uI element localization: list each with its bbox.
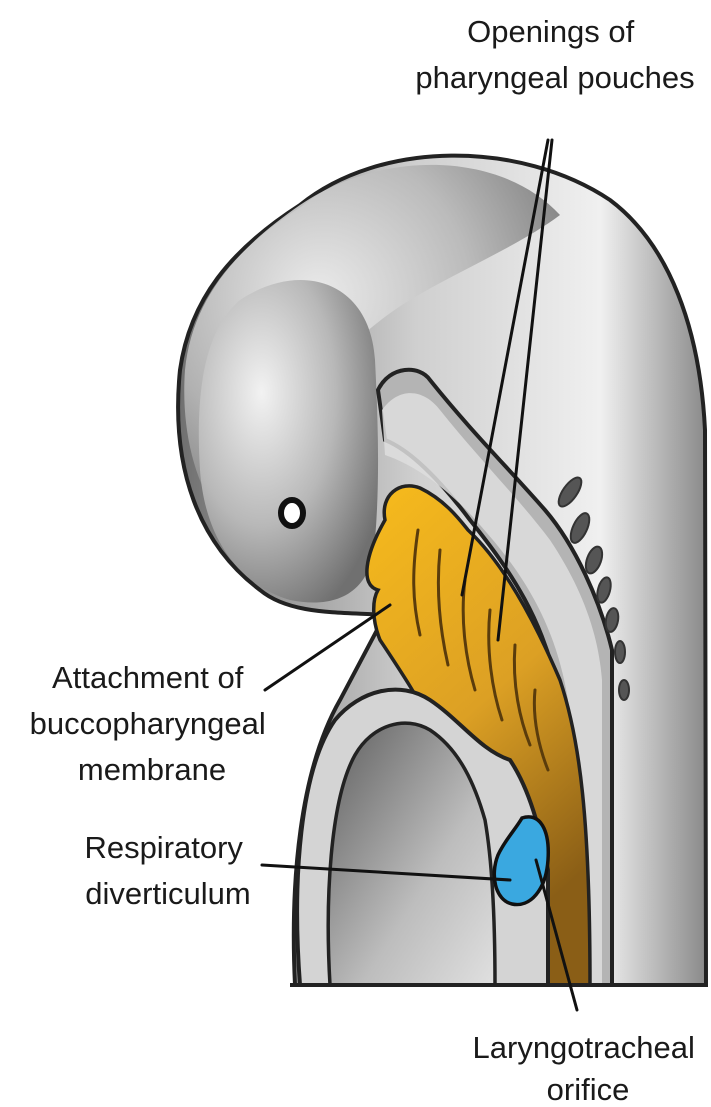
label-openings: Openings of pharyngeal pouches: [415, 14, 694, 95]
label-attachment: Attachment of buccopharyngeal membrane: [30, 660, 275, 787]
eye-pit: [281, 500, 303, 526]
label-laryngotracheal: Laryngotracheal orifice: [473, 1030, 704, 1107]
label-respiratory: Respiratory diverticulum: [84, 830, 251, 911]
